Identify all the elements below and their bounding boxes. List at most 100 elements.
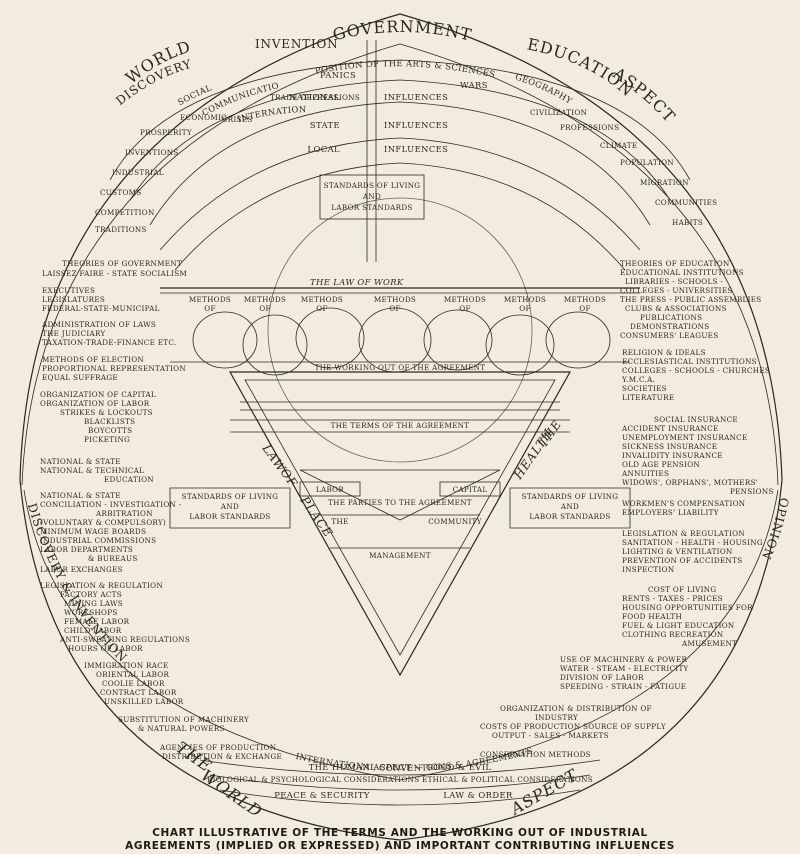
right-ins-3: UNEMPLOYMENT INSURANCE	[622, 433, 748, 442]
left-nat-1: NATIONAL & STATE	[40, 457, 121, 466]
right-rel-1: RELIGION & IDEALS	[622, 348, 706, 357]
right-rel-5: SOCIETIES	[622, 384, 667, 393]
management-label: MANAGEMENT	[369, 551, 431, 560]
left-legis-8: HOURS OF LABOR	[68, 644, 143, 653]
labor-label: LABOR	[316, 485, 344, 494]
method-6-label: METHODS	[564, 295, 606, 304]
method-6-of: OF	[579, 304, 590, 313]
right-ins-11: EMPLOYERS' LIABILITY	[622, 508, 719, 517]
right-edu-8: DEMONSTRATIONS	[630, 322, 709, 331]
right-ins-5: INVALIDITY INSURANCE	[622, 451, 723, 460]
right-ins-2: ACCIDENT INSURANCE	[621, 424, 719, 433]
influence-label-national: INFLUENCES	[384, 92, 448, 102]
population-label: POPULATION	[620, 158, 674, 167]
left-admin-2: THE JUDICIARY	[42, 329, 106, 338]
law-of-work-title: THE LAW OF WORK	[310, 277, 404, 287]
the-label: THE	[331, 517, 348, 526]
method-5-of: OF	[519, 304, 530, 313]
right-edu-7: PUBLICATIONS	[640, 313, 702, 322]
left-gov-2: LAISSEZ FAIRE - STATE SOCIALISM	[42, 269, 187, 278]
habits-label: HABITS	[672, 218, 703, 227]
caption-line2: AGREEMENTS (IMPLIED OR EXPRESSED) AND IM…	[125, 840, 675, 852]
left-org-4: BLACKLISTS	[84, 417, 135, 426]
left-imm-5: UNSKILLED LABOR	[104, 697, 184, 706]
standards-left-line1: STANDARDS OF LIVING	[182, 492, 279, 501]
competition-label: COMPETITION	[95, 208, 155, 217]
method-4-of: OF	[459, 304, 470, 313]
communication-label: COMMUNICATION	[0, 0, 280, 118]
left-concil-7: LABOR DEPARTMENTS	[40, 545, 133, 554]
influences-column: NATIONAL INFLUENCES STATE INFLUENCES LOC…	[289, 40, 448, 262]
right-edu-3: LIBRARIES - SCHOOLS -	[625, 277, 723, 286]
right-cost-7: AMUSEMENT	[681, 639, 737, 648]
left-exec-1: EXECUTIVES	[42, 286, 95, 295]
right-ins-10: WORKMEN'S COMPENSATION	[622, 499, 745, 508]
method-0-of: OF	[204, 304, 215, 313]
right-edu-5: THE PRESS - PUBLIC ASSEMBLIES	[620, 295, 762, 304]
right-legis-5: INSPECTION	[622, 565, 674, 574]
main-triangle	[228, 371, 572, 677]
left-column: THEORIES OF GOVERNMENT LAISSEZ FAIRE - S…	[40, 259, 282, 761]
left-org-6: PICKETING	[84, 435, 130, 444]
left-legis-6: CHILD LABOR	[64, 626, 122, 635]
left-admin-1: ADMINISTRATION OF LAWS	[41, 320, 156, 329]
right-cost-6: CLOTHING RECREATION	[622, 630, 724, 639]
standards-right-line3: LABOR STANDARDS	[529, 512, 610, 521]
left-org-1: ORGANIZATION OF CAPITAL	[40, 390, 156, 399]
left-imm-4: CONTRACT LABOR	[100, 688, 177, 697]
right-legis-3: LIGHTING & VENTILATION	[622, 547, 733, 556]
right-column: THEORIES OF EDUCATION EDUCATIONAL INSTIT…	[480, 259, 773, 759]
left-concil-6: INDUSTRIAL COMMISSIONS	[40, 536, 156, 545]
right-rel-4: Y.M.C.A.	[621, 375, 655, 384]
left-org-2: ORGANIZATION OF LABOR	[40, 399, 150, 408]
caption-line1: CHART ILLUSTRATIVE OF THE TERMS AND THE …	[152, 827, 648, 839]
left-org-3: STRIKES & LOCKOUTS	[60, 408, 153, 417]
left-concil-2: CONCILIATION - INVESTIGATION -	[40, 500, 182, 509]
method-1-of: OF	[259, 304, 270, 313]
trade-depressions-label: TRADE DEPRESSIONS	[270, 93, 360, 102]
human-aspect-label: THE HUMAN ASPECT — GOOD & EVIL	[309, 762, 492, 772]
migration-label: MIGRATION	[640, 178, 689, 187]
influence-level-national: NATIONAL	[289, 92, 340, 102]
outer-arcs	[19, 13, 783, 841]
standards-top-line1: STANDARDS OF LIVING	[324, 181, 421, 190]
right-org-2: INDUSTRY	[535, 713, 578, 722]
left-subst-1: SUBSTITUTION OF MACHINERY	[118, 715, 249, 724]
influence-label-state: INFLUENCES	[384, 120, 448, 130]
economic-label: ECONOMIC	[180, 113, 227, 122]
right-org-3: COSTS OF PRODUCTION SOURCE OF SUPPLY	[480, 722, 666, 731]
left-admin-3: TAXATION-TRADE-FINANCE ETC.	[42, 338, 177, 347]
right-ins-4: SICKNESS INSURANCE	[622, 442, 717, 451]
method-4-label: METHODS	[444, 295, 486, 304]
right-conservation: CONSERVATION METHODS	[480, 750, 591, 759]
terms-of-agreement-label: THE TERMS OF THE AGREEMENT	[331, 421, 470, 430]
bottom-section: THE HUMAN ASPECT — GOOD & EVIL BIOLOGICA…	[173, 738, 601, 821]
right-mach-3: DIVISION OF LABOR	[560, 673, 644, 682]
right-edu-9: CONSUMERS' LEAGUES	[620, 331, 718, 340]
agreement-bands: THE WORKING OUT OF THE AGREEMENT THE TER…	[170, 361, 630, 433]
right-mach-2: WATER - STEAM - ELECTRICITY	[560, 664, 689, 673]
standards-left-line3: LABOR STANDARDS	[189, 512, 270, 521]
standards-left-line2: AND	[220, 502, 239, 511]
prosperity-label: PROSPERITY	[140, 128, 192, 137]
geography-label: GEOGRAPHY	[514, 72, 574, 106]
right-edu-1: THEORIES OF EDUCATION	[620, 259, 730, 268]
government-label: GOVERNMENT	[331, 17, 474, 45]
right-cost-4: FOOD HEALTH	[622, 612, 682, 621]
standards-side-boxes: STANDARDS OF LIVING AND LABOR STANDARDS …	[169, 487, 631, 529]
industrial-label: INDUSTRIAL	[112, 168, 164, 177]
peace-security-label: PEACE & SECURITY	[274, 790, 370, 800]
communities-label: COMMUNITIES	[655, 198, 717, 207]
left-imm-1: IMMIGRATION RACE	[84, 661, 169, 670]
right-legis-2: SANITATION - HEALTH - HOUSING	[622, 538, 763, 547]
working-out-label: THE WORKING OUT OF THE AGREEMENT	[315, 363, 486, 372]
method-1-label: METHODS	[244, 295, 286, 304]
left-election-1: METHODS OF ELECTION	[42, 355, 144, 364]
left-election-3: EQUAL SUFFRAGE	[42, 373, 118, 382]
left-gov-1: THEORIES OF GOVERNMENT	[62, 259, 182, 268]
method-2-label: METHODS	[301, 295, 343, 304]
standards-top-line3: LABOR STANDARDS	[331, 203, 412, 212]
right-cost-3: HOUSING OPPORTUNITIES FOR	[622, 603, 753, 612]
left-legis-3: MINING LAWS	[64, 599, 123, 608]
